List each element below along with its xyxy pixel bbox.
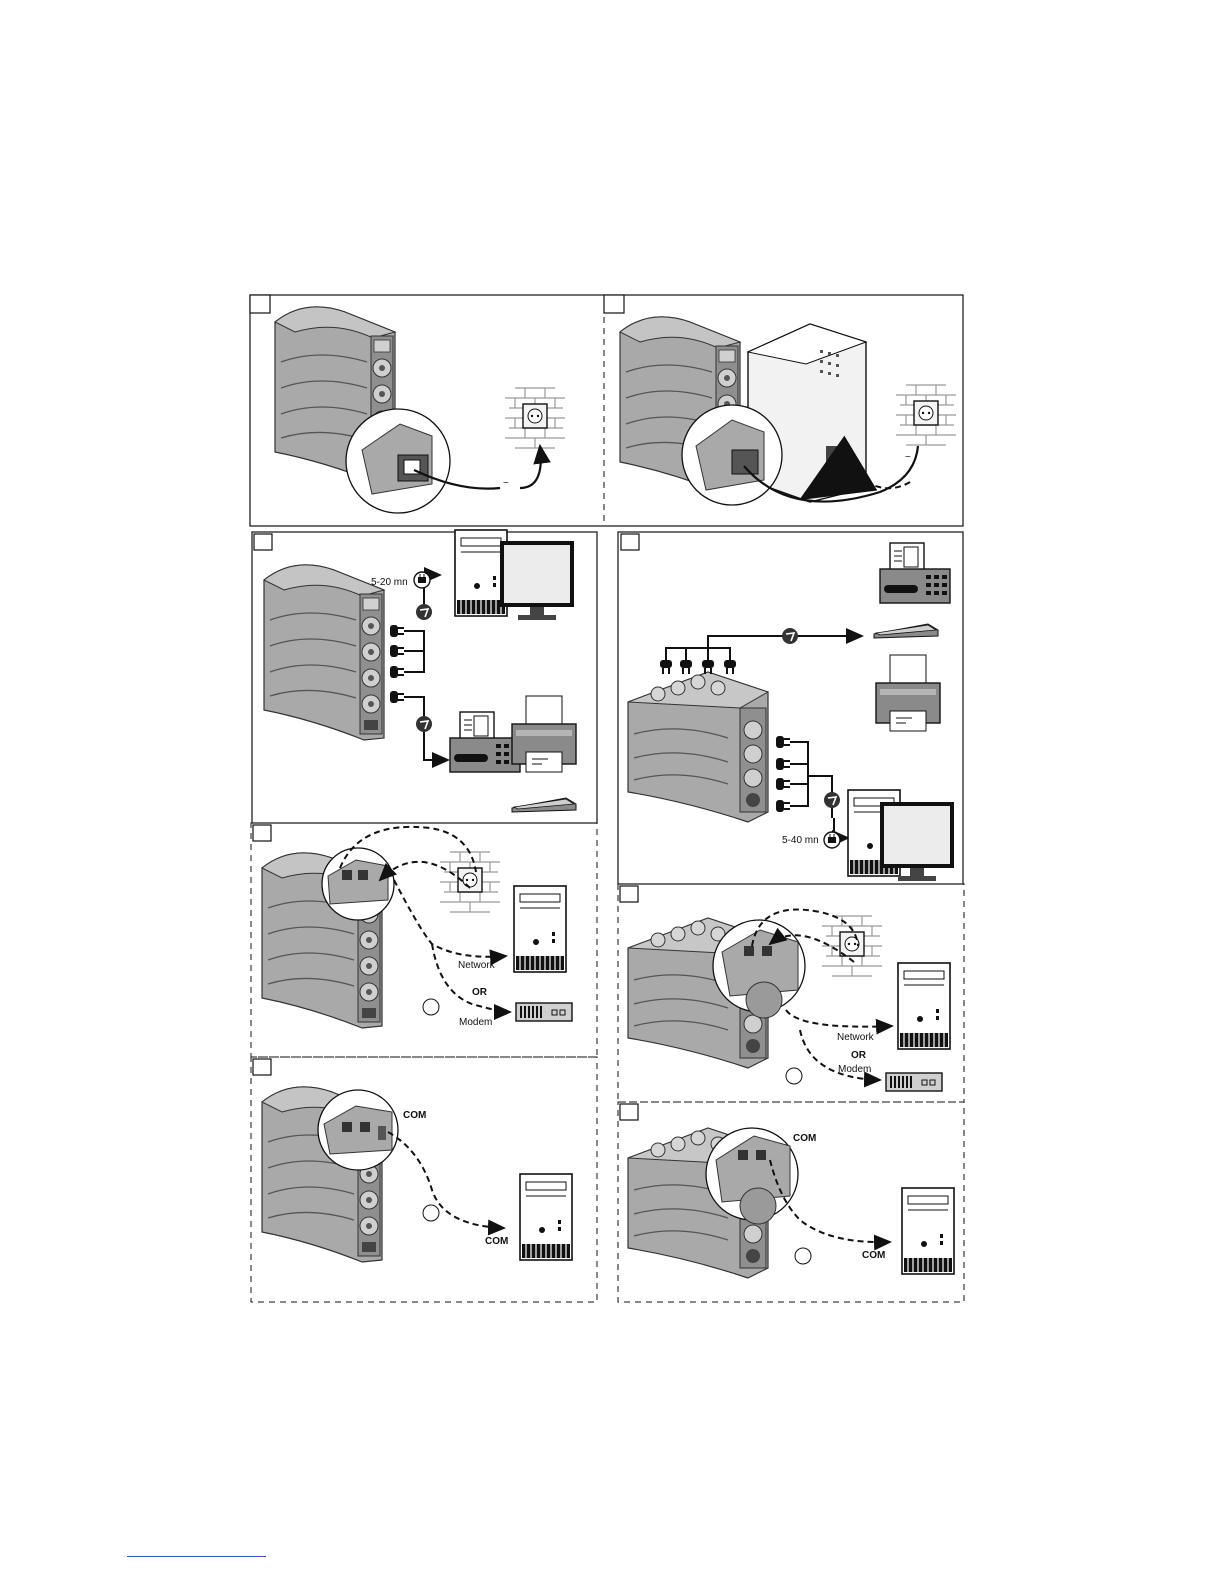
wall-socket-icon: [896, 385, 956, 445]
tower-pc-icon: [455, 530, 507, 616]
panel-6-network-modem: Network OR Modem: [628, 910, 950, 1091]
wall-socket-icon: [440, 852, 500, 912]
surge-protection-icon: [416, 716, 432, 732]
pc-com-label: COM: [485, 1236, 508, 1247]
com-port-label: COM: [793, 1133, 816, 1144]
ups-unit: [628, 672, 768, 822]
panel-8-com-port: COM COM: [628, 1128, 954, 1278]
panel-4-connect-equipment: 5-40 mn: [628, 543, 954, 881]
modem-icon: [516, 1003, 572, 1021]
com-port-label: COM: [403, 1110, 426, 1121]
network-label: Network: [458, 960, 496, 971]
wall-socket-icon: [505, 388, 565, 448]
surge-protection-icon: [782, 628, 798, 644]
panel-2-connect-pc-cable: ~: [620, 317, 956, 505]
tower-pc-icon: [902, 1188, 954, 1274]
svg-text:~: ~: [905, 452, 911, 463]
footer-link-rule: [127, 1556, 266, 1557]
wall-socket-icon: [822, 916, 882, 976]
printer-icon: [512, 696, 576, 772]
network-label: Network: [837, 1032, 875, 1043]
modem-label: Modem: [459, 1017, 492, 1028]
tower-pc-icon: [520, 1174, 572, 1260]
battery-backup-icon: [414, 572, 430, 588]
panel-7-com-port: COM COM: [262, 1087, 572, 1262]
printer-icon: [876, 655, 940, 731]
fax-icon: [880, 543, 950, 603]
pc-com-label: COM: [862, 1250, 885, 1261]
surge-protection-icon: [416, 604, 432, 620]
backup-time-label: 5-20 mn: [371, 577, 408, 588]
monitor-icon: [500, 541, 574, 620]
battery-backup-icon: [824, 832, 840, 848]
fax-icon: [450, 712, 520, 772]
backup-time-label: 5-40 mn: [782, 835, 819, 846]
ups-unit: [264, 565, 384, 740]
surge-protection-icon: [824, 792, 840, 808]
svg-text:~: ~: [503, 478, 509, 489]
scanner-icon: [874, 624, 938, 638]
panel-3-connect-equipment: 5-20 mn: [264, 530, 576, 812]
scanner-icon: [512, 798, 576, 812]
modem-icon: [886, 1073, 942, 1091]
tower-pc-icon: [898, 963, 950, 1049]
modem-label: Modem: [838, 1064, 871, 1075]
or-label: OR: [851, 1050, 867, 1061]
panel-5-network-modem: Network OR Modem: [262, 827, 572, 1028]
or-label: OR: [472, 987, 488, 998]
tower-pc-icon: [514, 886, 566, 972]
panel-1-connect-mains: ~: [275, 307, 565, 513]
